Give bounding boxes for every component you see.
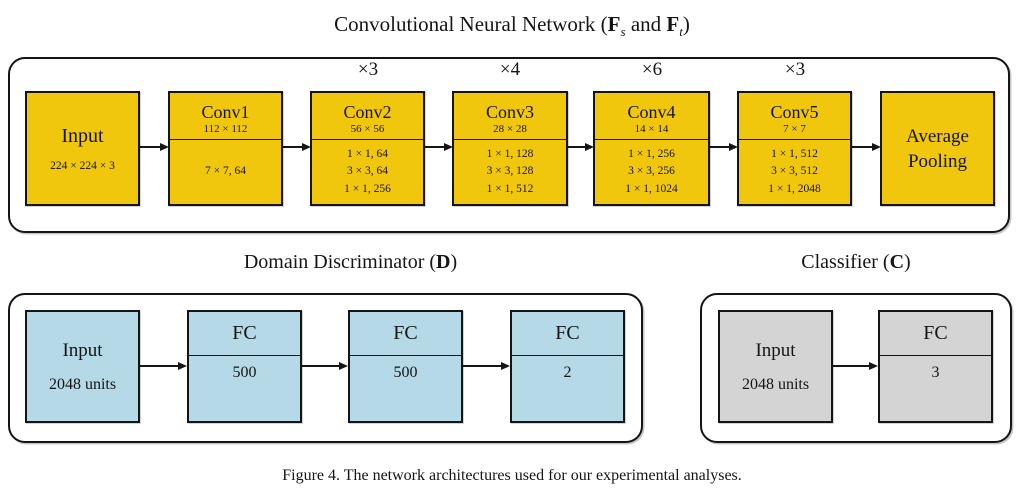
arrow bbox=[425, 146, 444, 148]
cnn-title-sub-source: s bbox=[620, 24, 626, 40]
classifier-section-title: Classifier (C) bbox=[700, 249, 1012, 275]
figure-caption: Figure 4. The network architectures used… bbox=[282, 467, 742, 484]
cls-title-symbol: C bbox=[889, 251, 905, 273]
arrow bbox=[568, 146, 585, 148]
dd-title-prefix: Domain Discriminator ( bbox=[243, 251, 437, 273]
block-name: Conv3 bbox=[485, 102, 534, 122]
block-divider bbox=[189, 355, 300, 356]
block-name: FC bbox=[923, 322, 948, 344]
block-divider bbox=[350, 355, 461, 356]
discriminator-section-title: Domain Discriminator (D) bbox=[63, 249, 638, 275]
block-size: 7 × 7 bbox=[783, 123, 806, 135]
block-name: Conv4 bbox=[627, 102, 676, 122]
conv5-block: Conv5 7 × 7 1 × 1, 512 3 × 3, 512 1 × 1,… bbox=[737, 91, 852, 206]
layer-spec: 3 × 3, 64 bbox=[347, 165, 388, 178]
block-units: 2 bbox=[563, 364, 572, 381]
dd-title-suffix: ) bbox=[450, 251, 458, 273]
average-pooling-block: Average Pooling bbox=[880, 91, 995, 206]
layer-spec: 1 × 1, 512 bbox=[771, 147, 818, 160]
conv4-multiplier-label: ×6 bbox=[641, 59, 663, 80]
conv5-multiplier-label: ×3 bbox=[784, 59, 806, 80]
conv4-block: Conv4 14 × 14 1 × 1, 256 3 × 3, 256 1 × … bbox=[593, 91, 710, 206]
block-size: 56 × 56 bbox=[350, 123, 385, 135]
arrow bbox=[463, 365, 501, 367]
classifier-input-block: Input 2048 units bbox=[718, 310, 833, 423]
block-name: FC bbox=[393, 322, 418, 344]
block-divider bbox=[512, 355, 623, 356]
layer-spec: 3 × 3, 128 bbox=[486, 165, 534, 178]
block-name: Input bbox=[61, 125, 104, 147]
block-dims: 224 × 224 × 3 bbox=[50, 160, 115, 172]
block-name: Input bbox=[62, 340, 103, 361]
arrow bbox=[140, 365, 178, 367]
layer-spec: 1 × 1, 2048 bbox=[768, 182, 821, 195]
discriminator-input-block: Input 2048 units bbox=[25, 310, 140, 423]
conv1-block: Conv1 112 × 112 7 × 7, 64 bbox=[168, 91, 283, 206]
conv2-multiplier-label: ×3 bbox=[357, 59, 379, 80]
conv3-block: Conv3 28 × 28 1 × 1, 128 3 × 3, 128 1 × … bbox=[452, 91, 568, 206]
block-name: Input bbox=[755, 340, 796, 361]
arrow bbox=[140, 146, 160, 148]
layer-spec: 1 × 1, 64 bbox=[347, 147, 388, 160]
arrow bbox=[283, 146, 302, 148]
layer-spec: 1 × 1, 256 bbox=[628, 147, 675, 160]
layer-spec: 1 × 1, 128 bbox=[486, 147, 534, 160]
conv2-block: Conv2 56 × 56 1 × 1, 64 3 × 3, 64 1 × 1,… bbox=[310, 91, 425, 206]
block-divider bbox=[312, 139, 423, 140]
cnn-title-sub-target: t bbox=[679, 24, 683, 40]
arrow bbox=[852, 146, 872, 148]
layer-spec: 1 × 1, 512 bbox=[486, 182, 534, 195]
block-size: 28 × 28 bbox=[493, 123, 527, 135]
cnn-title-suffix: ) bbox=[682, 12, 690, 36]
block-divider bbox=[739, 139, 850, 140]
block-units: 3 bbox=[931, 364, 940, 381]
cnn-section-title: Convolutional Neural Network (Fs and Ft) bbox=[0, 11, 1024, 40]
dd-title-symbol: D bbox=[436, 251, 451, 273]
discriminator-fc3-block: FC 2 bbox=[510, 310, 625, 423]
block-divider bbox=[170, 139, 281, 140]
block-name: FC bbox=[232, 322, 257, 344]
cnn-title-f-target: F bbox=[666, 12, 680, 36]
cnn-title-connector: and bbox=[625, 12, 667, 36]
block-name: FC bbox=[555, 322, 580, 344]
cnn-title-prefix: Convolutional Neural Network ( bbox=[334, 12, 608, 36]
block-divider bbox=[880, 355, 991, 356]
cls-title-prefix: Classifier ( bbox=[801, 251, 890, 273]
layer-spec: 7 × 7, 64 bbox=[205, 165, 246, 178]
block-name: Conv1 bbox=[201, 102, 250, 122]
block-name: Conv5 bbox=[770, 102, 819, 122]
discriminator-fc1-block: FC 500 bbox=[187, 310, 302, 423]
block-divider bbox=[454, 139, 566, 140]
block-units: 2048 units bbox=[741, 376, 810, 393]
cls-title-suffix: ) bbox=[904, 251, 911, 273]
cnn-input-block: Input 224 × 224 × 3 bbox=[25, 91, 140, 206]
classifier-fc-block: FC 3 bbox=[878, 310, 993, 423]
layer-spec: 3 × 3, 512 bbox=[771, 165, 818, 178]
block-units: 500 bbox=[393, 364, 418, 381]
block-size: 14 × 14 bbox=[634, 123, 669, 135]
block-divider bbox=[595, 139, 708, 140]
block-name: Average Pooling bbox=[906, 125, 969, 172]
arrow bbox=[833, 365, 869, 367]
discriminator-fc2-block: FC 500 bbox=[348, 310, 463, 423]
arrow bbox=[302, 365, 339, 367]
cnn-title-f-source: F bbox=[607, 12, 621, 36]
block-name: Conv2 bbox=[343, 102, 392, 122]
block-units: 500 bbox=[232, 364, 257, 381]
conv3-multiplier-label: ×4 bbox=[499, 59, 521, 80]
block-units: 2048 units bbox=[48, 376, 117, 393]
block-size: 112 × 112 bbox=[203, 123, 248, 135]
layer-spec: 1 × 1, 1024 bbox=[625, 182, 678, 195]
arrow bbox=[710, 146, 729, 148]
layer-spec: 3 × 3, 256 bbox=[628, 165, 675, 178]
layer-spec: 1 × 1, 256 bbox=[344, 182, 391, 195]
